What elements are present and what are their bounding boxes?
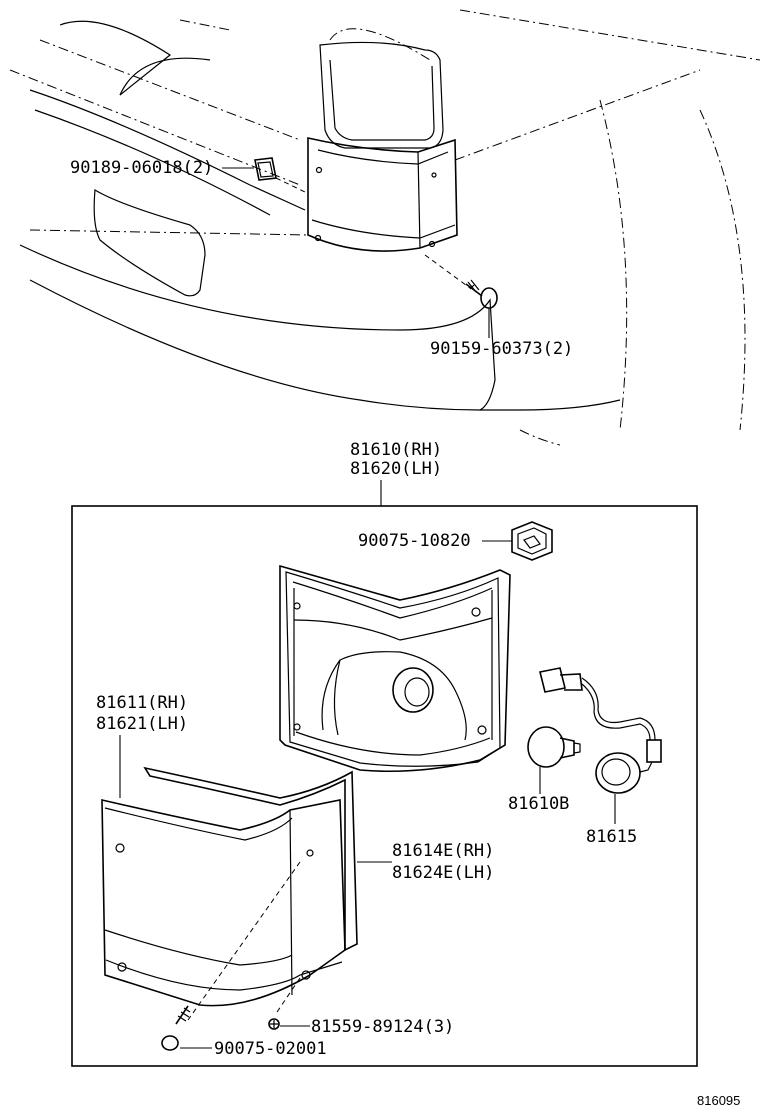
label-screw-top: 90159-60373(2): [430, 339, 573, 359]
bulb-icon: [527, 726, 581, 768]
clip-icon: [254, 157, 306, 193]
label-gasket-rh: 81614E(RH): [392, 841, 494, 861]
lens: [101, 798, 346, 1007]
label-assy-rh: 81610(RH): [350, 440, 442, 460]
diagram-number: 816095: [697, 1093, 740, 1108]
tapping-screw-icon: [161, 861, 301, 1051]
label-socket: 81615: [586, 827, 637, 847]
label-clip-top: 90189-06018(2): [70, 158, 213, 178]
screw-icon: [424, 254, 498, 309]
installed-lamp: [307, 136, 458, 252]
label-assy-lh: 81620(LH): [350, 459, 442, 479]
grommet-icon: [511, 521, 553, 561]
gasket: [143, 766, 358, 952]
label-gasket-lh: 81624E(LH): [392, 863, 494, 883]
small-screw-icon: [268, 977, 301, 1030]
label-grommet: 90075-10820: [358, 531, 471, 551]
label-lens-lh: 81621(LH): [96, 714, 188, 734]
socket-icon: [539, 667, 662, 794]
label-lens-rh: 81611(RH): [96, 693, 188, 713]
label-small-screw: 81559-89124(3): [311, 1017, 454, 1037]
assembly-box: [71, 505, 698, 1067]
label-bulb: 81610B: [508, 794, 569, 814]
vehicle-body-outline: [9, 9, 760, 446]
label-bottom-screw: 90075-02001: [214, 1039, 327, 1059]
lamp-housing: [279, 564, 511, 773]
